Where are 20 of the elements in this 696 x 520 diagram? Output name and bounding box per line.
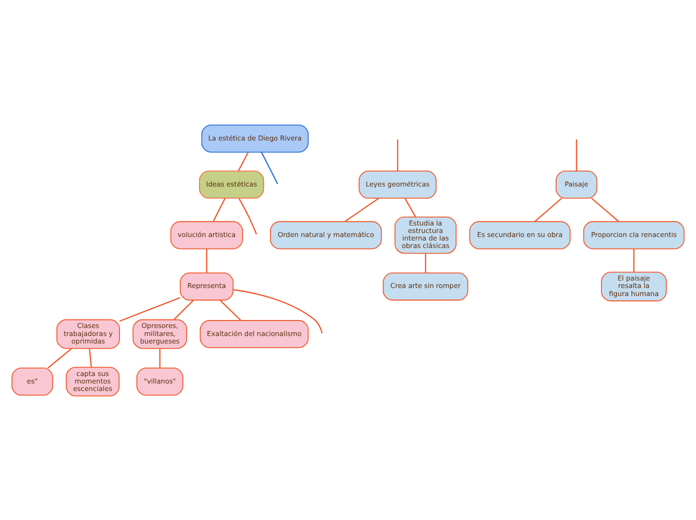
connector	[344, 197, 380, 222]
connector	[404, 198, 416, 217]
connector	[159, 348, 160, 368]
connector	[119, 296, 180, 322]
connector	[424, 252, 426, 272]
connector	[591, 197, 620, 222]
connector	[206, 248, 208, 272]
connector	[174, 299, 194, 320]
connector	[238, 198, 257, 234]
connector	[212, 198, 226, 222]
connector	[48, 348, 72, 368]
connector	[633, 248, 634, 272]
connector	[260, 151, 278, 184]
connector	[220, 299, 242, 320]
connector	[397, 139, 398, 170]
connector	[88, 348, 92, 367]
connector	[238, 151, 249, 171]
connector	[534, 197, 562, 222]
connector	[233, 288, 323, 333]
connector	[576, 139, 578, 170]
